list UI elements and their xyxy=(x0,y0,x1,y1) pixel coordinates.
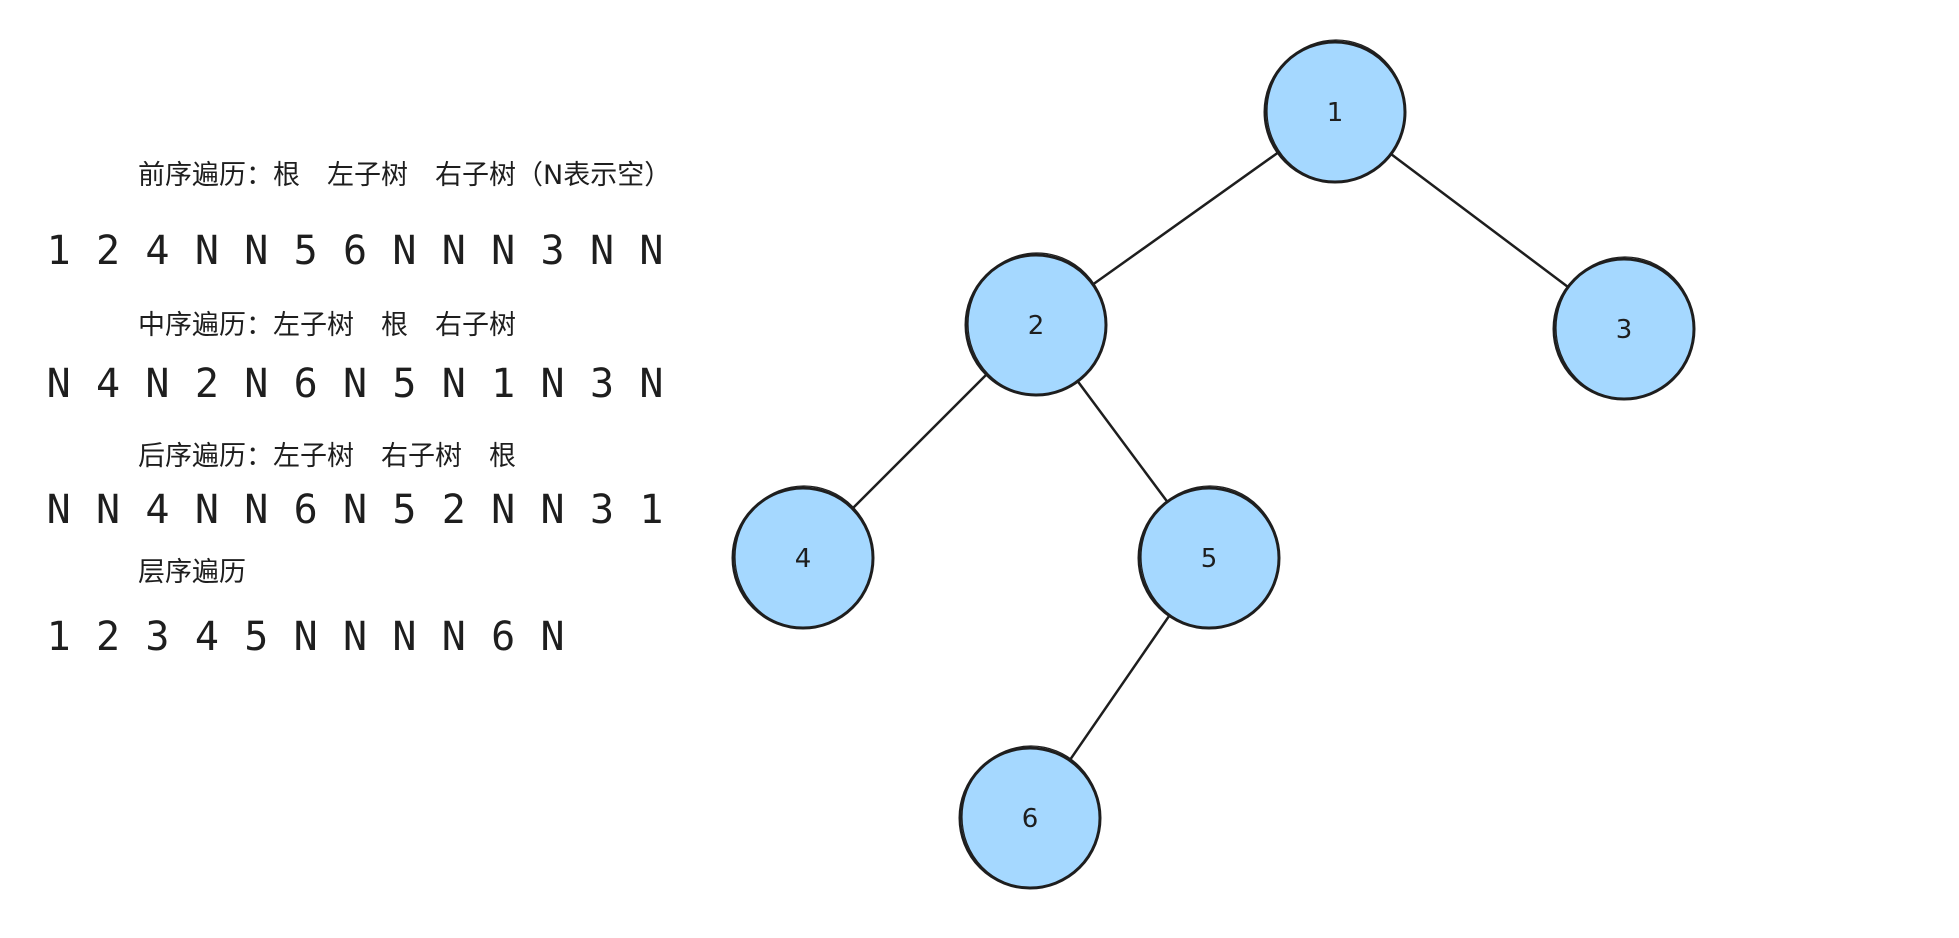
postorder-token: N xyxy=(244,487,269,533)
node-outline xyxy=(1140,485,1280,629)
edge-n1-n3 xyxy=(1389,152,1570,289)
postorder-token: N xyxy=(540,487,565,533)
inorder-token: N xyxy=(540,361,565,407)
postorder-token: N xyxy=(342,487,368,533)
edge-n2-n5 xyxy=(1076,379,1169,504)
preorder-token: N xyxy=(392,228,417,274)
inorder-token: N xyxy=(145,361,170,407)
tree-nodes: 1 2 3 4 5 6 xyxy=(731,39,1696,890)
preorder-token: N xyxy=(441,228,466,274)
preorder-token: N xyxy=(639,228,664,274)
inorder-token: N xyxy=(46,361,71,407)
preorder-token: 1 xyxy=(46,228,71,274)
inorder-token: 3 xyxy=(589,361,615,407)
postorder-token: 2 xyxy=(441,487,466,533)
inorder-token: N xyxy=(342,361,368,407)
postorder-token: N xyxy=(46,487,71,533)
postorder-token: 1 xyxy=(639,487,664,533)
levelorder-token: N xyxy=(392,614,417,660)
inorder-token: 6 xyxy=(293,361,318,407)
tree-node-5: 5 xyxy=(1137,485,1281,630)
node-outline xyxy=(734,485,874,629)
tree-node-3: 3 xyxy=(1552,256,1696,401)
levelorder-token: 5 xyxy=(244,614,269,660)
inorder-token: N xyxy=(639,361,664,407)
levelorder-token: N xyxy=(540,614,565,660)
edge-n2-n4 xyxy=(851,373,988,510)
node-outline xyxy=(967,252,1107,396)
tree-node-6: 6 xyxy=(958,745,1102,890)
postorder-token: N xyxy=(491,487,516,533)
levelorder-token: N xyxy=(441,614,466,660)
inorder-token: N xyxy=(244,361,269,407)
node-label: 3 xyxy=(1616,315,1633,345)
node-label: 2 xyxy=(1028,311,1045,341)
tree-node-1: 1 xyxy=(1263,39,1407,184)
node-label: 5 xyxy=(1201,544,1218,574)
inorder-token: N xyxy=(441,361,466,407)
preorder-token: 6 xyxy=(342,228,368,274)
postorder-token: 6 xyxy=(293,487,318,533)
levelorder-token: 2 xyxy=(96,614,121,660)
levelorder-token: N xyxy=(342,614,368,660)
preorder-token: N xyxy=(491,228,516,274)
inorder-token: 2 xyxy=(194,361,219,407)
edge-n1-n2 xyxy=(1091,151,1280,286)
preorder-token: N xyxy=(589,228,615,274)
levelorder-token: 1 xyxy=(46,614,71,660)
node-label: 6 xyxy=(1022,804,1039,834)
inorder-token: 5 xyxy=(392,361,417,407)
preorder-token: 3 xyxy=(540,228,565,274)
node-outline xyxy=(1555,256,1695,400)
preorder-token: 2 xyxy=(96,228,121,274)
postorder-token: 5 xyxy=(392,487,417,533)
preorder-token: 5 xyxy=(293,228,318,274)
preorder-caption: 前序遍历：根 左子树 右子树（N表示空） xyxy=(138,160,672,191)
postorder-token: N xyxy=(194,487,219,533)
node-label: 4 xyxy=(795,544,812,574)
levelorder-token: N xyxy=(293,614,318,660)
edge-n5-n6 xyxy=(1068,614,1171,762)
preorder-token: N xyxy=(194,228,219,274)
postorder-token: N xyxy=(96,487,121,533)
node-outline xyxy=(1266,39,1406,183)
preorder-token: N xyxy=(244,228,269,274)
node-label: 1 xyxy=(1327,98,1344,128)
postorder-caption: 后序遍历：左子树 右子树 根 xyxy=(138,441,516,472)
tree-node-2: 2 xyxy=(964,252,1108,397)
postorder-token: 3 xyxy=(589,487,615,533)
inorder-token: 4 xyxy=(96,361,121,407)
inorder-caption: 中序遍历：左子树 根 右子树 xyxy=(138,310,516,341)
tree-edges xyxy=(851,151,1570,762)
preorder-token: 4 xyxy=(145,228,170,274)
postorder-token: 4 xyxy=(145,487,170,533)
levelorder-caption: 层序遍历 xyxy=(138,557,246,588)
levelorder-token: 4 xyxy=(194,614,219,660)
levelorder-token: 6 xyxy=(491,614,516,660)
levelorder-token: 3 xyxy=(145,614,170,660)
node-outline xyxy=(961,745,1101,889)
tree-node-4: 4 xyxy=(731,485,875,630)
inorder-token: 1 xyxy=(491,361,516,407)
